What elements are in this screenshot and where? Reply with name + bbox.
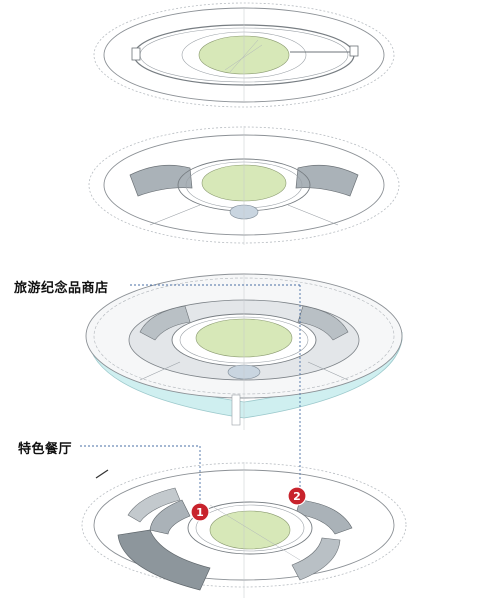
marker-2-number: 2: [293, 490, 301, 503]
souvenir-shop-label: 旅游纪念品商店: [14, 281, 109, 296]
marker-1: 1: [190, 502, 210, 522]
callout-leaders: [80, 284, 301, 503]
level-upper-plan: [88, 126, 400, 245]
level-shop-plan: [85, 273, 403, 430]
level-restaurant-plan: [81, 462, 407, 598]
specialty-restaurant-label: 特色餐厅: [18, 442, 73, 457]
marker-1-number: 1: [196, 506, 204, 519]
marker-2: 2: [287, 486, 307, 506]
level-roof-plan: [93, 2, 395, 108]
